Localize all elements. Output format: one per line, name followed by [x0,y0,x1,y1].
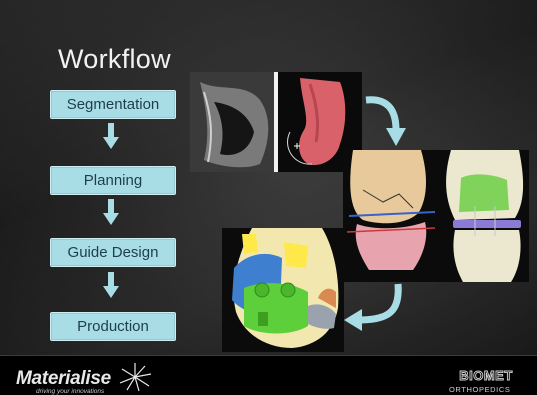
curved-arrow-icon [364,92,412,150]
materialise-tagline: driving your innovations [36,388,104,395]
step-planning: Planning [50,166,176,195]
planning-image [343,150,529,282]
step-production: Production [50,312,176,341]
down-arrow-icon [103,123,119,149]
step-guide-design: Guide Design [50,238,176,267]
ct-scan-illustration [190,72,362,172]
down-arrow-icon [103,199,119,225]
materialise-star-icon [117,362,153,392]
segmentation-image [190,72,362,172]
curved-arrow-icon [344,282,410,334]
biomet-logo-text: BIOMET [459,368,513,382]
materialise-logo: Materialise [16,368,111,390]
biomet-logo: BIOMET [451,368,521,382]
step-segmentation: Segmentation [50,90,176,119]
slide-title: Workflow [58,44,171,75]
biomet-division: ORTHOPEDICS [449,385,510,394]
guide-design-image [222,228,344,352]
surgical-guide-illustration [222,228,344,352]
down-arrow-icon [103,272,119,298]
footer-bar: Materialise driving your innovations BIO… [0,355,537,395]
knee-planning-illustration [343,150,529,282]
